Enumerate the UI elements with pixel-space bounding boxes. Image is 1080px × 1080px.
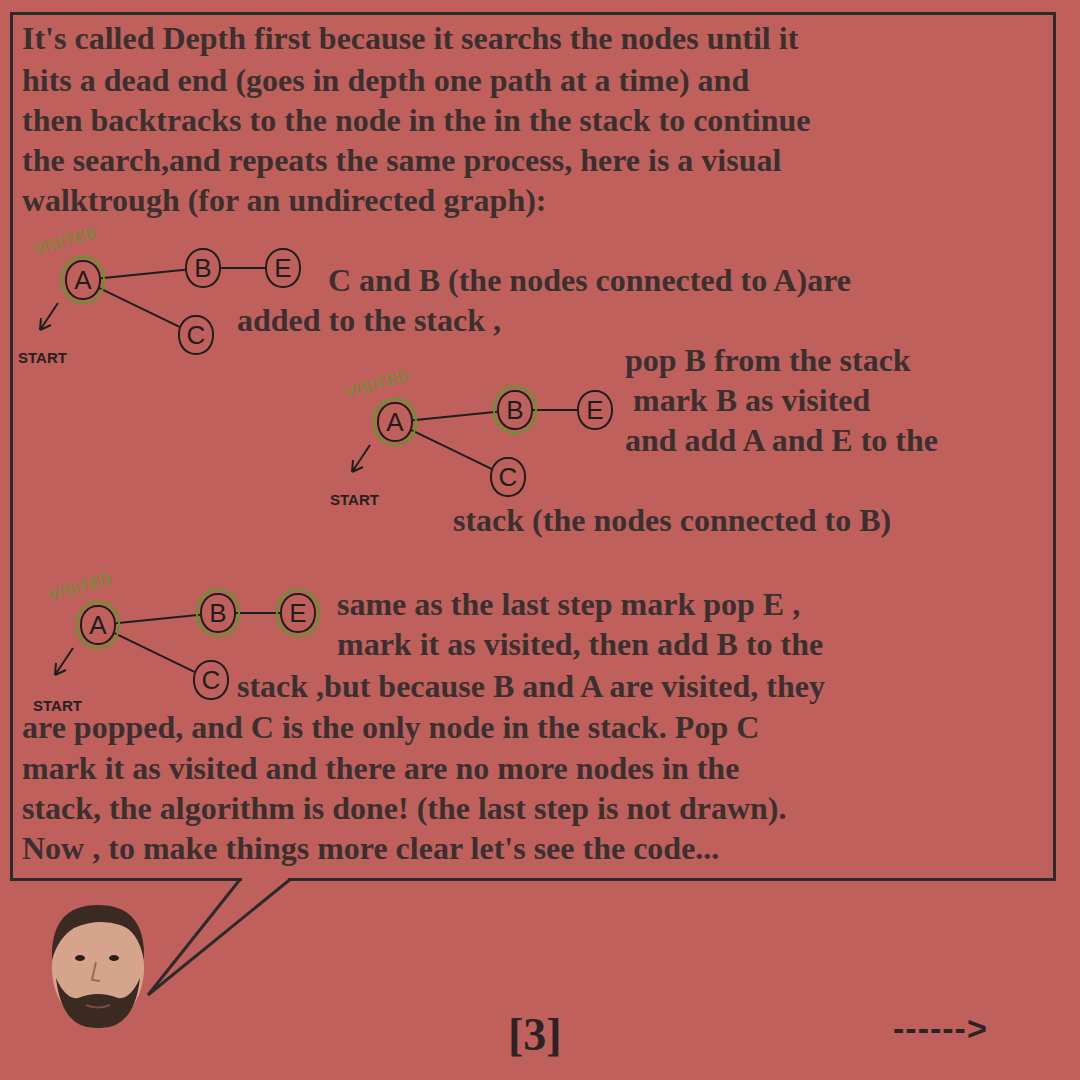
node-letter: E — [274, 254, 291, 282]
node-letter: B — [209, 599, 226, 627]
graph-node: C — [490, 457, 526, 497]
node-letter: C — [187, 321, 206, 349]
graph-edge — [114, 633, 194, 672]
paragraph-line: same as the last step mark pop E , — [337, 584, 800, 624]
paragraph-line: and add A and E to the — [625, 420, 938, 460]
edge-line — [533, 409, 577, 411]
paragraph-line: added to the stack , — [237, 300, 501, 340]
graph-node: E — [265, 248, 301, 288]
paragraph-line: stack (the nodes connected to B) — [453, 500, 891, 540]
graph-edge — [533, 410, 577, 411]
paragraph-line: mark it as visited and there are no more… — [22, 748, 739, 788]
graph-node: A — [80, 605, 116, 645]
graph-edge — [101, 270, 185, 278]
paragraph-line: stack ,but because B and A are visited, … — [237, 666, 825, 706]
paragraph-line: stack, the algorithm is done! (the last … — [22, 788, 786, 828]
edge-line — [116, 615, 200, 623]
graph-edge — [99, 288, 179, 327]
graph-edge — [221, 268, 265, 269]
paragraph-line: the search,and repeats the same process,… — [22, 140, 781, 180]
face-portrait — [52, 905, 144, 1028]
node-letter: B — [194, 254, 211, 282]
graph-node: A — [377, 402, 413, 442]
node-letter: C — [499, 463, 518, 491]
graph-node: C — [193, 660, 229, 700]
graph-node: B — [200, 593, 236, 633]
node-letter: A — [74, 266, 91, 294]
paragraph-line: pop B from the stack — [625, 340, 911, 380]
paragraph-line: then backtracks to the node in the in th… — [22, 100, 810, 140]
node-letter: C — [202, 666, 221, 694]
edge-line — [411, 430, 491, 469]
edge-line — [101, 270, 185, 278]
paragraph-line: mark B as visited — [633, 380, 870, 420]
graph-edge — [116, 615, 200, 623]
start-label: START — [18, 350, 67, 366]
graph-node: B — [497, 390, 533, 430]
paragraph-line: are popped, and C is the only node in th… — [22, 707, 759, 747]
paragraph-line: hits a dead end (goes in depth one path … — [22, 60, 749, 100]
edge-line — [114, 633, 194, 672]
graph-edge — [411, 430, 491, 469]
node-letter: A — [89, 611, 106, 639]
speech-bubble — [12, 14, 1055, 880]
node-letter: E — [289, 599, 306, 627]
node-letter: A — [386, 408, 403, 436]
start-label: START — [330, 492, 379, 508]
edge-line — [99, 288, 179, 327]
bubble-tail — [148, 880, 290, 996]
next-arrow: ------> — [893, 1008, 988, 1048]
paragraph-line: It's called Depth first because it searc… — [22, 18, 798, 58]
graph-node: C — [178, 315, 214, 355]
graph-node: B — [185, 248, 221, 288]
page-number: [3] — [508, 1010, 562, 1060]
edge-line — [236, 612, 280, 614]
paragraph-line: walktrough (for an undirected graph): — [22, 180, 546, 220]
paragraph-line: Now , to make things more clear let's se… — [22, 828, 719, 868]
graph-edge — [413, 412, 497, 420]
graph-node: E — [577, 390, 613, 430]
node-letter: B — [506, 396, 523, 424]
bubble-gap — [242, 876, 288, 882]
graph-node: E — [280, 593, 316, 633]
paragraph-line: C and B (the nodes connected to A)are — [328, 260, 851, 300]
start-arrow — [40, 303, 370, 675]
edge-line — [413, 412, 497, 420]
node-letter: E — [586, 396, 603, 424]
paragraph-line: mark it as visited, then add B to the — [337, 624, 823, 664]
graph-edge — [236, 613, 280, 614]
edge-line — [221, 267, 265, 269]
graph-node: A — [65, 260, 101, 300]
